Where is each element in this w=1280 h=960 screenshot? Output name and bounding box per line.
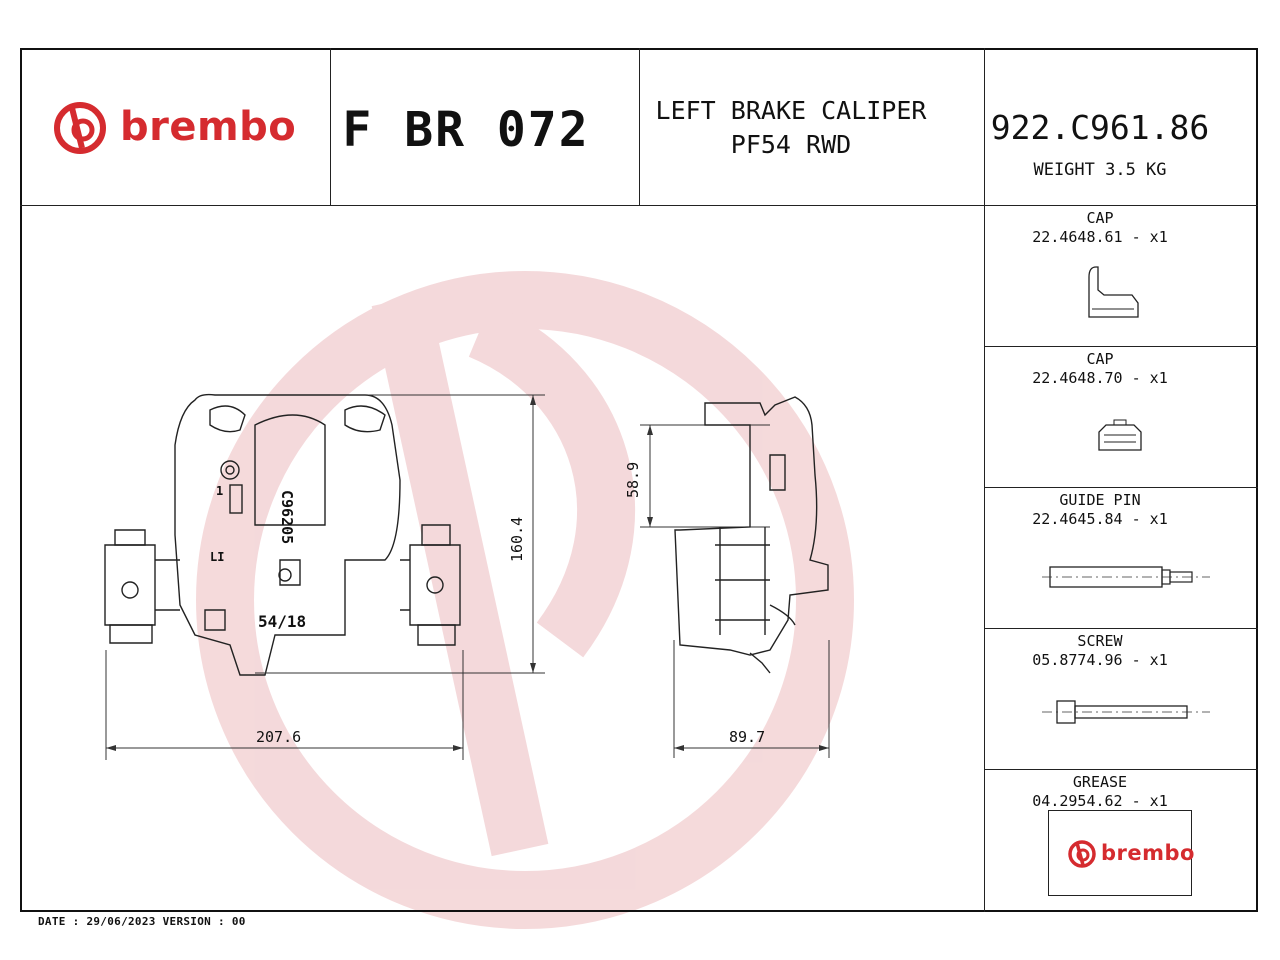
description-line-1: LEFT BRAKE CALIPER — [655, 96, 927, 125]
brembo-logo-icon — [54, 102, 106, 154]
accessory-4-code: 05.8774.96 - x1 — [1032, 651, 1168, 669]
header-sep-2 — [639, 48, 640, 205]
grease-brembo-logo-icon — [1068, 840, 1096, 868]
dim-height: 160.4 — [508, 516, 526, 562]
cap-small-icon — [1098, 419, 1142, 451]
accessory-5-code: 04.2954.62 - x1 — [1032, 792, 1168, 810]
brand-name: brembo — [120, 104, 297, 150]
marking-side: LI — [210, 550, 225, 564]
product-code: F BR 072 — [342, 102, 590, 158]
accessory-2-name: CAP — [1086, 350, 1114, 368]
acc-sep-4 — [984, 769, 1258, 770]
cap-icon — [1088, 266, 1139, 318]
accessory-4-name: SCREW — [1077, 632, 1123, 650]
header-sep-1 — [330, 48, 331, 205]
acc-sep-1 — [984, 346, 1258, 347]
description-line-2: PF54 RWD — [730, 130, 852, 159]
part-number: 922.C961.86 — [990, 108, 1210, 147]
dim-side-height: 58.9 — [624, 461, 642, 498]
screw-icon — [1042, 700, 1210, 724]
accessory-column-divider — [984, 48, 985, 912]
dim-width: 207.6 — [256, 728, 302, 746]
marking-size: 54/18 — [258, 612, 307, 631]
footer-date-version: DATE : 29/06/2023 VERSION : 00 — [38, 915, 246, 928]
accessory-2-code: 22.4648.70 - x1 — [1032, 369, 1168, 387]
grease-icon: brembo — [1048, 810, 1195, 896]
header-divider — [20, 205, 1258, 206]
dim-side-width: 89.7 — [729, 728, 766, 746]
accessory-3-name: GUIDE PIN — [1059, 491, 1141, 509]
grease-brand: brembo — [1101, 841, 1195, 865]
marking-one: 1 — [216, 484, 224, 498]
acc-sep-2 — [984, 487, 1258, 488]
weight: WEIGHT 3.5 KG — [1033, 160, 1167, 180]
caliper-front-view — [104, 393, 461, 676]
caliper-side-view — [674, 396, 829, 674]
acc-sep-3 — [984, 628, 1258, 629]
accessory-3-code: 22.4645.84 - x1 — [1032, 510, 1168, 528]
accessory-1-name: CAP — [1086, 209, 1114, 227]
accessory-1-code: 22.4648.61 - x1 — [1032, 228, 1168, 246]
description: LEFT BRAKE CALIPER PF54 RWD — [620, 94, 962, 162]
accessory-5-name: GREASE — [1072, 773, 1128, 791]
guide-pin-icon — [1042, 566, 1210, 588]
